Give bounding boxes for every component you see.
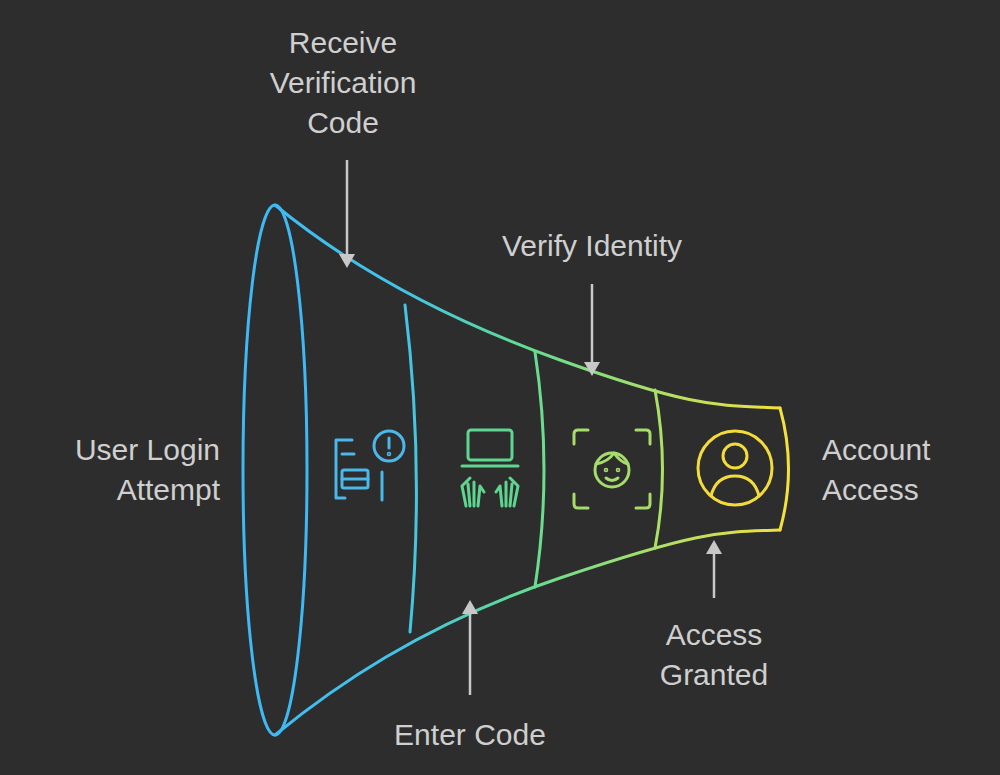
- funnel-mouth: [243, 205, 307, 735]
- funnel-outline: [275, 205, 789, 735]
- user-account-icon: [698, 431, 772, 505]
- step-label: Verify Identity: [442, 226, 742, 266]
- face-scan-icon: [574, 430, 650, 508]
- step-label: Receive Verification Code: [243, 23, 443, 143]
- step-label: Access Granted: [624, 615, 804, 695]
- laptop-typing-icon: [462, 430, 518, 506]
- step-label: Enter Code: [320, 715, 620, 755]
- end-label: Account Access: [822, 430, 987, 510]
- start-label: User Login Attempt: [20, 430, 220, 510]
- document-alert-icon: [336, 431, 404, 500]
